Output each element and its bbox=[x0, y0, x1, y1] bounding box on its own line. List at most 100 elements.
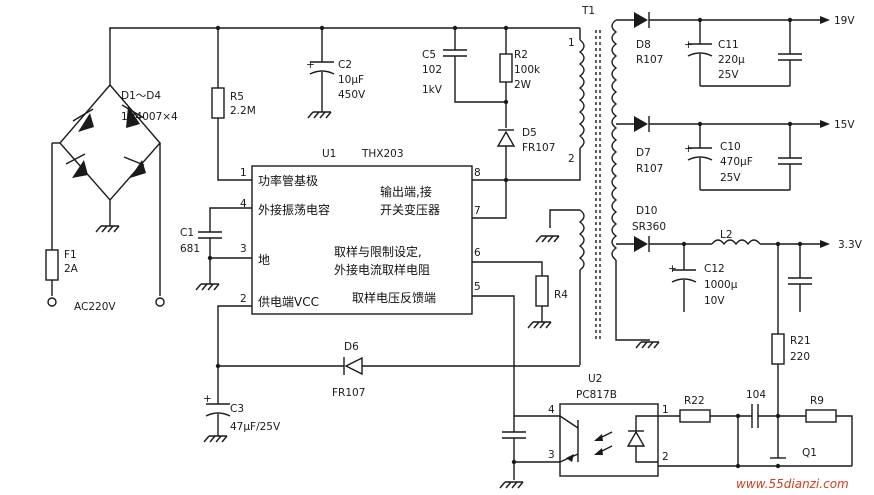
u1-pin2-function: 供电端VCC bbox=[258, 295, 319, 309]
ac-input-label: AC220V bbox=[74, 301, 116, 313]
c1-value: 681 bbox=[180, 243, 200, 255]
c12-value-2: 10V bbox=[704, 295, 725, 307]
resistor-r22 bbox=[658, 409, 752, 423]
d1-d4-part-label: 1N4007×4 bbox=[121, 111, 178, 123]
c3-label: C3 bbox=[230, 403, 244, 415]
c2-label: C2 bbox=[338, 59, 352, 71]
optocoupler-u2 bbox=[559, 403, 659, 477]
transistor-q1 bbox=[658, 416, 852, 469]
top-rail-wire bbox=[109, 25, 581, 88]
d10-label: D10 bbox=[636, 205, 657, 217]
bridge-diode-tl bbox=[72, 108, 94, 132]
svg-text:+: + bbox=[684, 143, 693, 155]
c11-value-1: 220μ bbox=[718, 54, 745, 66]
u2-pin4: 4 bbox=[548, 404, 555, 416]
u1-pin3-function: 地 bbox=[258, 253, 270, 267]
r5-label: R5 bbox=[230, 91, 244, 103]
resistor-r2 bbox=[499, 53, 513, 128]
d7-label: D7 bbox=[636, 147, 651, 159]
u1-pin1-function: 功率管基极 bbox=[258, 173, 318, 188]
capacitor-104 bbox=[735, 404, 806, 428]
c11-value-2: 25V bbox=[718, 69, 739, 81]
c11-label: C11 bbox=[718, 39, 739, 51]
r21-value: 220 bbox=[790, 351, 810, 363]
v15-label: 15V bbox=[834, 119, 855, 131]
c3-value: 47μF/25V bbox=[230, 421, 281, 433]
u2-part: PC817B bbox=[576, 389, 617, 401]
capacitor-c1 bbox=[195, 207, 252, 291]
r5-value: 2.2M bbox=[230, 105, 256, 117]
ic-u1 bbox=[251, 165, 473, 315]
u1-pin2-num: 2 bbox=[240, 293, 247, 305]
d7-value: R107 bbox=[636, 163, 663, 175]
u1-label: U1 bbox=[322, 148, 336, 160]
r2-value-2: 2W bbox=[514, 79, 532, 91]
feedback-cap bbox=[499, 416, 560, 489]
u1-pin5-num: 5 bbox=[474, 281, 481, 293]
svg-text:+: + bbox=[203, 393, 212, 405]
diode-d5 bbox=[496, 129, 516, 180]
u2-pin1: 1 bbox=[662, 404, 669, 416]
d6-value: FR107 bbox=[332, 387, 365, 399]
u1-pin7-function: 开关变压器 bbox=[380, 202, 440, 217]
c10-value-1: 470μF bbox=[720, 156, 753, 168]
d5-label: D5 bbox=[522, 127, 537, 139]
u1-pin4-num: 4 bbox=[240, 198, 247, 210]
d10-value: SR360 bbox=[632, 221, 666, 233]
svg-text:+: + bbox=[684, 39, 693, 51]
c10-value-2: 25V bbox=[720, 172, 741, 184]
u1-pin7-num: 7 bbox=[474, 205, 481, 217]
fuse-f1 bbox=[45, 249, 59, 307]
resistor-r5 bbox=[211, 87, 252, 181]
f1-label: F1 bbox=[64, 249, 77, 261]
c2-value-1: 10μF bbox=[338, 74, 364, 86]
c12-value-1: 1000μ bbox=[704, 279, 738, 291]
d6-label: D6 bbox=[344, 341, 359, 353]
t1-pin2: 2 bbox=[568, 153, 575, 165]
u1-pin6-num: 6 bbox=[474, 247, 481, 259]
capacitor-c5 bbox=[443, 49, 506, 103]
resistor-r4 bbox=[472, 261, 552, 329]
d1-d4-label: D1～D4 bbox=[121, 90, 161, 102]
r9-label: R9 bbox=[810, 395, 824, 407]
l2-label: L2 bbox=[720, 229, 733, 241]
u1-pin1-num: 1 bbox=[240, 167, 247, 179]
u1-part: THX203 bbox=[361, 148, 404, 160]
svg-text:+: + bbox=[668, 263, 677, 275]
v19-label: 19V bbox=[834, 15, 855, 27]
c2-value-2: 450V bbox=[338, 89, 366, 101]
u1-pin3-num: 3 bbox=[240, 243, 247, 255]
watermark: www.55dianzi.com bbox=[736, 477, 849, 491]
diode-d6 bbox=[343, 356, 580, 376]
d8-label: D8 bbox=[636, 39, 651, 51]
u1-pin5-function: 取样电压反馈端 bbox=[352, 290, 436, 305]
d5-value: FR107 bbox=[522, 142, 555, 154]
output-3v3: + bbox=[616, 236, 830, 312]
resistor-r9 bbox=[805, 409, 853, 466]
output-19v: + bbox=[616, 12, 830, 87]
c5-value-1: 102 bbox=[422, 64, 442, 76]
d8-value: R107 bbox=[636, 54, 663, 66]
f1-value: 2A bbox=[64, 263, 79, 275]
c5-value-2: 1kV bbox=[422, 84, 443, 96]
c1-label: C1 bbox=[180, 227, 194, 239]
r2-value-1: 100k bbox=[514, 64, 541, 76]
u2-pin3: 3 bbox=[548, 449, 555, 461]
t1-pin1: 1 bbox=[568, 37, 575, 49]
q1-label: Q1 bbox=[802, 447, 817, 459]
capacitor-c3: + bbox=[203, 393, 231, 443]
u2-pin2: 2 bbox=[662, 451, 669, 463]
u1-pin8-function: 输出端,接 bbox=[380, 184, 432, 199]
bridge-diode-br bbox=[123, 156, 146, 178]
vcc-supply bbox=[215, 305, 344, 404]
u1-pin6-function-2: 外接电流取样电阻 bbox=[334, 262, 430, 277]
capacitor-c2: + bbox=[306, 59, 335, 119]
t1-label: T1 bbox=[581, 5, 595, 17]
r21-label: R21 bbox=[790, 335, 811, 347]
bridge-diode-tr bbox=[121, 104, 145, 128]
c104-label: 104 bbox=[746, 389, 766, 401]
r4-label: R4 bbox=[554, 289, 568, 301]
c12-label: C12 bbox=[704, 263, 725, 275]
u1-pin6-function-1: 取样与限制设定, bbox=[334, 244, 422, 259]
